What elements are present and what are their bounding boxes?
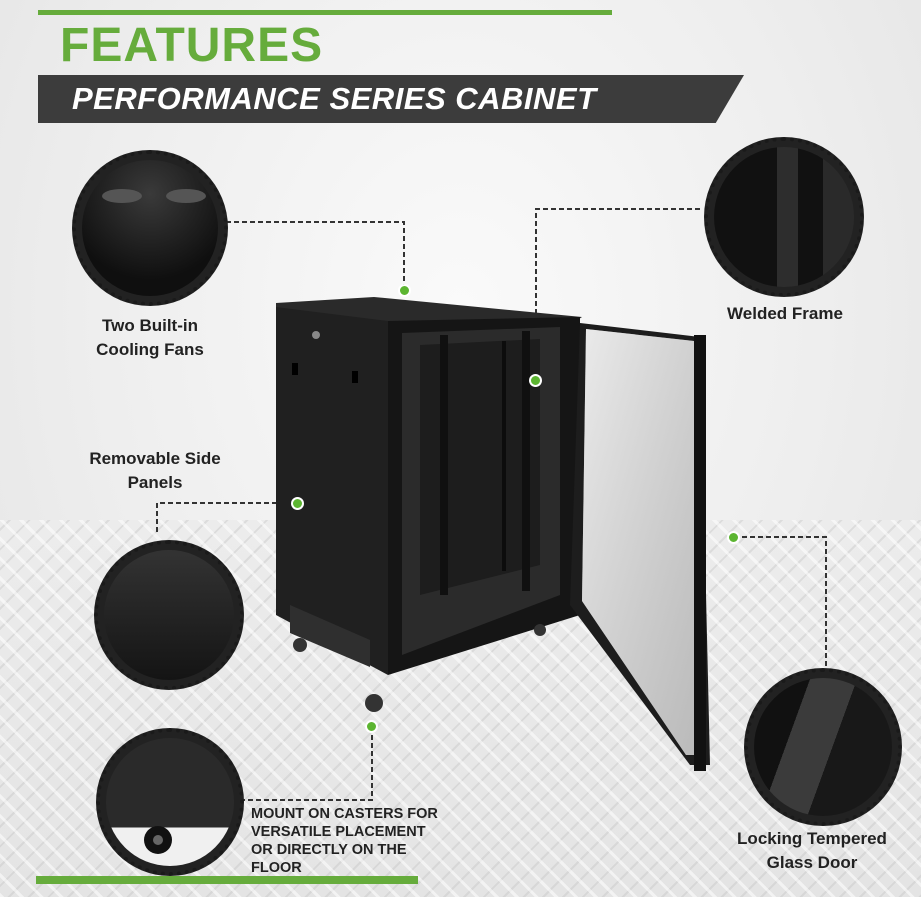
- fans-label-line1: Two Built-in: [102, 316, 198, 335]
- casters-marker: [365, 720, 378, 733]
- fans-marker: [398, 284, 411, 297]
- casters-detail-circle: [96, 728, 244, 876]
- frame-marker: [529, 374, 542, 387]
- casters-label-line2: VERSATILE PLACEMENT: [251, 824, 426, 840]
- panels-marker: [291, 497, 304, 510]
- casters-label-line3: OR DIRECTLY ON THE: [251, 842, 407, 858]
- door-marker: [727, 531, 740, 544]
- lock-icon: [312, 331, 320, 339]
- door-label: Locking Tempered Glass Door: [712, 827, 912, 875]
- door-label-line2: Glass Door: [766, 853, 858, 872]
- casters-label-line1: MOUNT ON CASTERS FOR: [251, 806, 438, 822]
- caster-wheel-icon: [144, 826, 172, 854]
- frame-label: Welded Frame: [700, 302, 870, 326]
- frame-label-line1: Welded Frame: [727, 304, 843, 323]
- fans-detail-circle: [72, 150, 228, 306]
- door-detail-circle: [744, 668, 902, 826]
- panels-label: Removable Side Panels: [60, 447, 250, 495]
- bottom-accent-bar: [36, 876, 418, 884]
- panels-label-line2: Panels: [127, 473, 183, 492]
- casters-label-line4: FLOOR: [251, 860, 302, 876]
- page-title: FEATURES: [60, 19, 324, 72]
- panels-label-line1: Removable Side: [89, 449, 221, 468]
- page-subtitle: PERFORMANCE SERIES CABINET: [72, 81, 597, 116]
- cabinet-illustration: [276, 297, 710, 771]
- subtitle-banner: [38, 75, 744, 123]
- side-panel-detail-circle: [94, 540, 244, 690]
- top-accent-bar: [38, 10, 612, 15]
- fans-label: Two Built-in Cooling Fans: [70, 314, 230, 362]
- casters-label: MOUNT ON CASTERS FOR VERSATILE PLACEMENT…: [251, 805, 491, 877]
- cooling-fan-icon: [102, 189, 206, 203]
- door-label-line1: Locking Tempered: [737, 829, 887, 848]
- frame-detail-circle: [704, 137, 864, 297]
- fans-label-line2: Cooling Fans: [96, 340, 204, 359]
